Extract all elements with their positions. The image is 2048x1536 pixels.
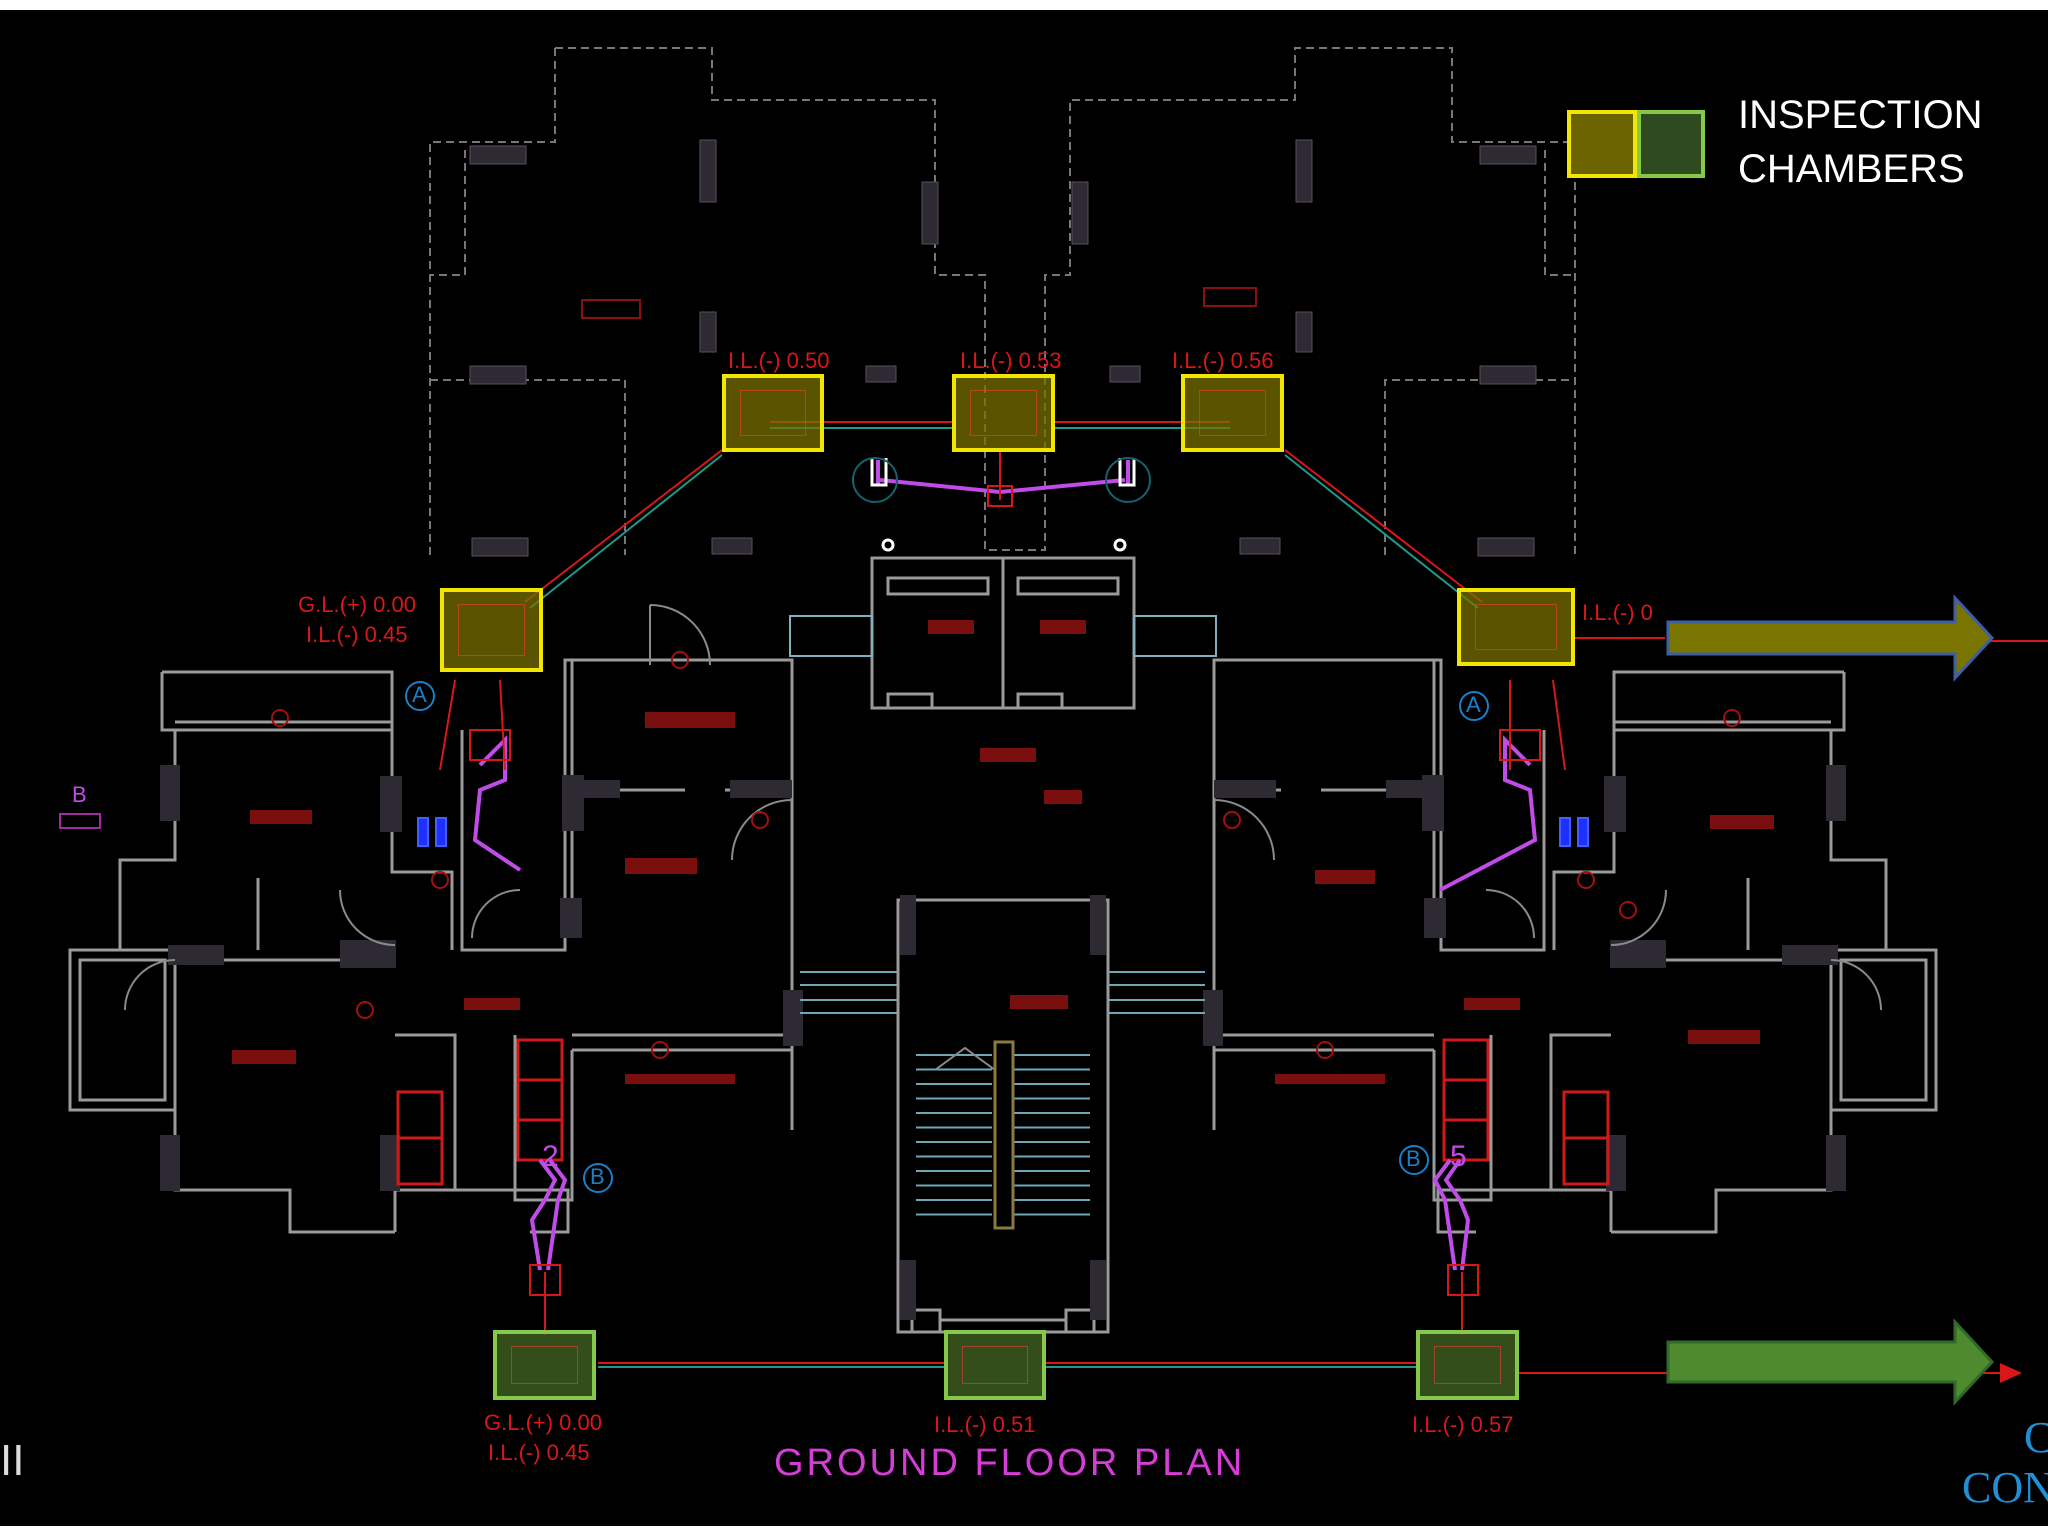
level-mid-left-il: I.L.(-) 0.45 xyxy=(306,622,408,647)
right-wing-columns xyxy=(1203,765,1846,1191)
level-bottom-center: I.L.(-) 0.51 xyxy=(934,1412,1036,1437)
room-tags-upper xyxy=(581,287,1257,319)
green-flow-arrow[interactable] xyxy=(1666,1318,1995,1406)
inspection-chamber-mid-left[interactable] xyxy=(440,588,543,672)
kitchen-counters xyxy=(396,1038,1610,1186)
floor-plan-drawing xyxy=(59,47,2048,1406)
level-mid-right-partial: I.L.(-) 0 xyxy=(1582,600,1653,625)
marker-a-left: A xyxy=(412,682,427,707)
level-top-center: I.L.(-) 0.53 xyxy=(960,348,1062,373)
right-wing-walls xyxy=(1212,658,1938,1234)
marker-b-left-bottom: B xyxy=(590,1164,605,1189)
legend-line-2: CHAMBERS xyxy=(1738,147,1965,191)
inspection-chamber-top-right[interactable] xyxy=(1181,374,1284,452)
drawing-canvas: INSPECTION CHAMBERS I.L.(-) 0.50 I.L.(-)… xyxy=(0,10,2048,1526)
marker-b-right-bottom: B xyxy=(1406,1146,1421,1171)
left-wing-walls xyxy=(68,658,794,1234)
edge-text-right-bottom: CON xyxy=(1962,1463,2048,1512)
legend-yellow-swatch xyxy=(1567,110,1637,178)
inspection-chamber-bottom-center[interactable] xyxy=(944,1330,1046,1400)
door-tags xyxy=(271,651,1741,1059)
drain-lines xyxy=(439,421,2048,1374)
b-tag-box xyxy=(59,813,101,829)
bath-fixtures xyxy=(417,817,1589,847)
marker-stack-2: 2 xyxy=(542,1140,559,1173)
fitting-circles xyxy=(852,457,1151,503)
door-swings xyxy=(124,604,1882,1011)
marker-a-right: A xyxy=(1466,692,1481,717)
inspection-chamber-bottom-left[interactable] xyxy=(493,1330,596,1400)
level-bottom-right: I.L.(-) 0.57 xyxy=(1412,1412,1514,1437)
inspection-chamber-mid-right[interactable] xyxy=(1457,588,1575,666)
lift-core xyxy=(870,556,1136,710)
inspection-chamber-top-left[interactable] xyxy=(722,374,824,452)
level-top-right: I.L.(-) 0.56 xyxy=(1172,348,1274,373)
stair-rails xyxy=(800,971,1205,1071)
level-bottom-left-il: I.L.(-) 0.45 xyxy=(488,1440,590,1465)
left-wing-columns xyxy=(160,765,803,1191)
marker-b-far-left: B xyxy=(72,782,87,807)
edge-text-right-top: C xyxy=(2024,1413,2048,1462)
lift-lobby-rails xyxy=(789,615,1217,657)
columns-upper xyxy=(469,139,1537,557)
legend-label: INSPECTION CHAMBERS xyxy=(1738,88,1982,196)
level-mid-left-gl: G.L.(+) 0.00 xyxy=(298,592,417,617)
inspection-chamber-bottom-right[interactable] xyxy=(1416,1330,1519,1400)
edge-text-left-bottom: II xyxy=(0,1436,25,1485)
room-label-marks xyxy=(232,620,1774,1084)
yellow-flow-arrow[interactable] xyxy=(1666,594,1995,682)
marker-stack-5: 5 xyxy=(1450,1140,1467,1173)
outfall-arrowhead xyxy=(2000,1363,2022,1383)
inspection-chamber-top-center[interactable] xyxy=(952,374,1055,452)
stair-handrail xyxy=(993,1040,1015,1230)
stair-treads xyxy=(916,1054,1090,1216)
legend-line-1: INSPECTION xyxy=(1738,93,1983,137)
stair-core xyxy=(896,895,1110,1334)
marker-circles xyxy=(405,681,1489,1193)
small-traps xyxy=(469,485,1541,1296)
plan-title: GROUND FLOOR PLAN xyxy=(774,1442,1246,1484)
legend-green-swatch xyxy=(1637,110,1705,178)
level-top-left: I.L.(-) 0.50 xyxy=(728,348,830,373)
upper-pipe-fittings xyxy=(870,458,1136,552)
level-bottom-left-gl: G.L.(+) 0.00 xyxy=(484,1410,603,1435)
upper-outline xyxy=(429,47,1576,555)
